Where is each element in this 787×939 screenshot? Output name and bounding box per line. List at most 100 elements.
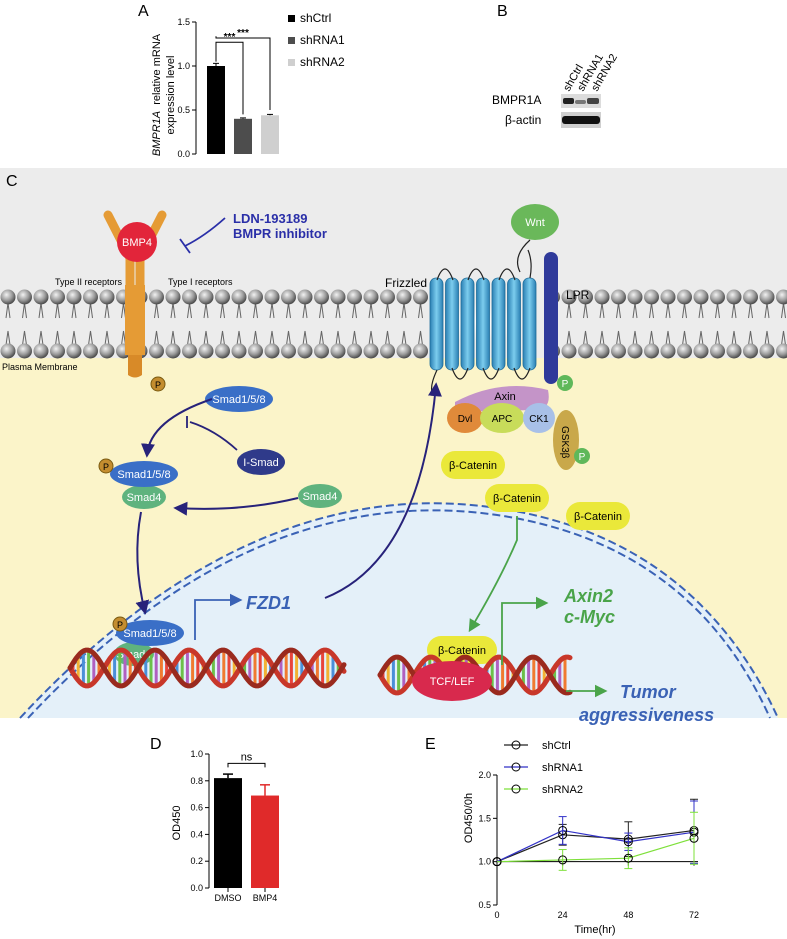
lipid-head [347,289,362,305]
lipid-head [611,289,626,305]
lipid-tail [236,330,240,346]
inhibitor-line [184,217,226,247]
smad158-label: Smad1/5/8 [212,394,265,406]
lipid-tail [40,302,44,319]
lipid-tail [189,302,192,319]
axin-label: Axin [494,391,515,403]
lipid-tail [172,330,176,346]
panel-d-label: D [150,736,162,753]
lipid-head [231,343,247,359]
lipid-head [165,343,181,359]
smad158-shape [205,386,273,412]
lipid-tail [401,330,405,346]
dna-strand [377,654,573,696]
wnt-label: Wnt [525,217,545,229]
lipid-tail [222,302,225,319]
lipid-tail [420,330,423,346]
lipid-tail [601,330,605,346]
lipid-tail [733,330,737,346]
frizzled-helix [522,277,537,371]
lipid-head [594,289,610,305]
lipid-tail [354,330,357,346]
lipid-tail [5,330,9,346]
lipid-tail [222,330,225,346]
legend-label: shRNA1 [300,33,345,47]
lipid-tail [368,302,372,319]
smad158-label: Smad1/5/8 [123,628,176,640]
lipid-head [66,343,82,359]
lipid-head [0,343,16,359]
lipid-head [17,289,32,305]
significance-bracket [215,41,244,115]
lipid-tail [319,330,322,346]
legend-label: shRNA2 [300,55,345,69]
lipid-tail [750,330,753,346]
lipid-head [759,343,775,359]
lipid-tail [370,330,374,346]
lipid-head [66,289,82,305]
lipid-tail [651,302,654,319]
bar-shctrl [207,66,225,154]
panel-e-label: E [425,736,436,753]
inhibitor-desc: BMPR inhibitor [233,226,327,241]
lipid-tail [700,302,704,319]
lipid-tail [24,302,27,319]
lipid-tail [236,302,240,319]
lipid-tail [24,330,27,346]
lipid-tail [269,330,273,346]
lipid-tail [172,302,176,319]
frizzled-loop [451,367,469,380]
y-tick-label: 1.5 [177,17,190,27]
lipid-tail [187,330,190,346]
catenin-label: β-Catenin [438,645,486,657]
lipid-tail [253,302,256,319]
smad4-shape [298,484,342,508]
frizzled-helix [429,277,444,371]
panel-b-label: B [497,3,508,20]
inhibitor-name: LDN-193189 [233,211,307,226]
lipid-tail [665,330,669,346]
legend-label: shRNA2 [542,784,583,796]
lipid-head [710,343,725,359]
panel-d-ylabel: OD450 [171,806,183,841]
legend-swatch [288,15,295,22]
lipid-head [264,289,280,305]
blot-row-bmpr1a: BMPR1A [492,93,541,107]
lipid-head [693,289,709,305]
lipid-tail [73,302,77,319]
y-tick-label: 0.4 [190,829,203,839]
lipid-tail [88,302,91,319]
lipid-tail [304,302,308,319]
data-point [623,837,633,847]
wnt-ligand [511,204,559,240]
lipid-tail [55,330,58,346]
lipid-tail [170,330,174,346]
lipid-tail [220,330,223,346]
lipid-head [17,343,32,359]
lipid-tail [271,302,275,319]
lipid-head [330,343,346,359]
lipid-head [380,343,395,359]
ck1-protein [523,403,555,433]
ck1-label: CK1 [529,414,549,425]
smad-phospho-label: P [117,620,123,630]
smad4-label: Smad4 [127,492,162,504]
legend-label: shRNA1 [542,762,583,774]
significance-label: ns [241,751,253,763]
bar-shrna1 [234,118,252,154]
lipid-tail [205,302,209,319]
lipid-head [149,289,164,305]
lpr-phospho [557,375,573,391]
lipid-tail [205,330,209,346]
lipid-head [693,343,709,359]
x-tick-label: BMP4 [253,893,278,903]
lipid-tail [585,302,588,319]
lipid-head [50,289,65,305]
lipid-tail [7,330,11,346]
lipid-tail [271,330,275,346]
lipid-tail [583,330,586,346]
lipid-tail [5,302,9,319]
significance-bracket [227,762,266,768]
